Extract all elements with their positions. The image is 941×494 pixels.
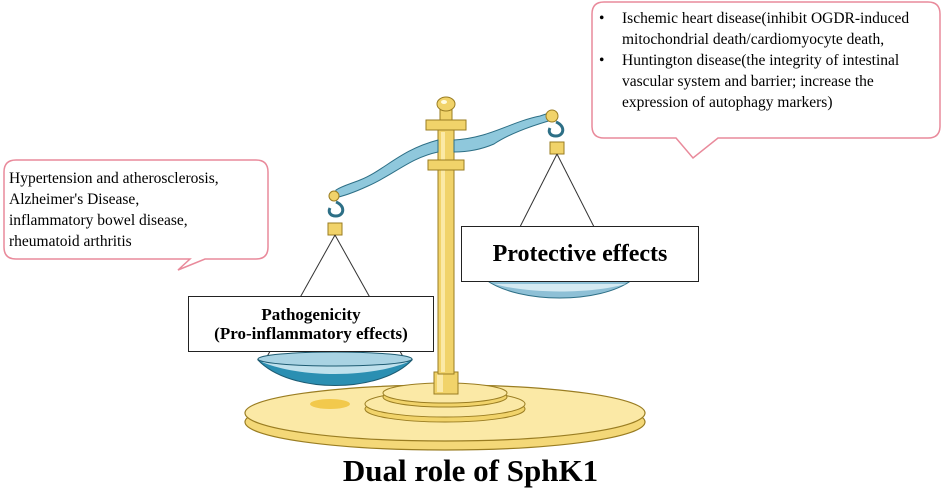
right-pan [484, 279, 634, 299]
pathogenicity-label-box: Pathogenicity (Pro-inflammatory effects) [188, 296, 434, 352]
left-callout-line: Alzheimer's Disease, [9, 191, 140, 208]
diagram-title: Dual role of SphK1 [342, 453, 599, 488]
scale-beam [328, 109, 559, 202]
right-hook [547, 120, 565, 138]
protective-title: Protective effects [492, 241, 668, 267]
left-callout-line: inflammatory bowel disease, [9, 212, 188, 229]
right-callout-list: Ischemic heart disease(inhibit OGDR-indu… [597, 8, 937, 113]
scale-base [244, 371, 646, 451]
protective-label-box: Protective effects [461, 226, 699, 282]
pathogenicity-title: Pathogenicity [261, 305, 361, 324]
left-hook [327, 200, 345, 218]
left-callout-bubble [3, 159, 269, 271]
right-callout-item: Ischemic heart disease(inhibit OGDR-indu… [597, 8, 937, 50]
scale-pole [425, 96, 467, 375]
right-callout-item: Huntington disease(the integrity of inte… [597, 50, 937, 113]
left-pan [256, 351, 414, 386]
right-callout-text: Ischemic heart disease(inhibit OGDR-indu… [597, 8, 937, 113]
left-callout-line: rheumatoid arthritis [9, 233, 132, 250]
left-hanger [327, 222, 343, 236]
pathogenicity-subtitle: (Pro-inflammatory effects) [214, 324, 408, 343]
left-callout-line: Hypertension and atherosclerosis, [9, 170, 219, 187]
right-hanger [549, 141, 565, 155]
left-callout-text: Hypertension and atherosclerosis, Alzhei… [9, 168, 264, 252]
